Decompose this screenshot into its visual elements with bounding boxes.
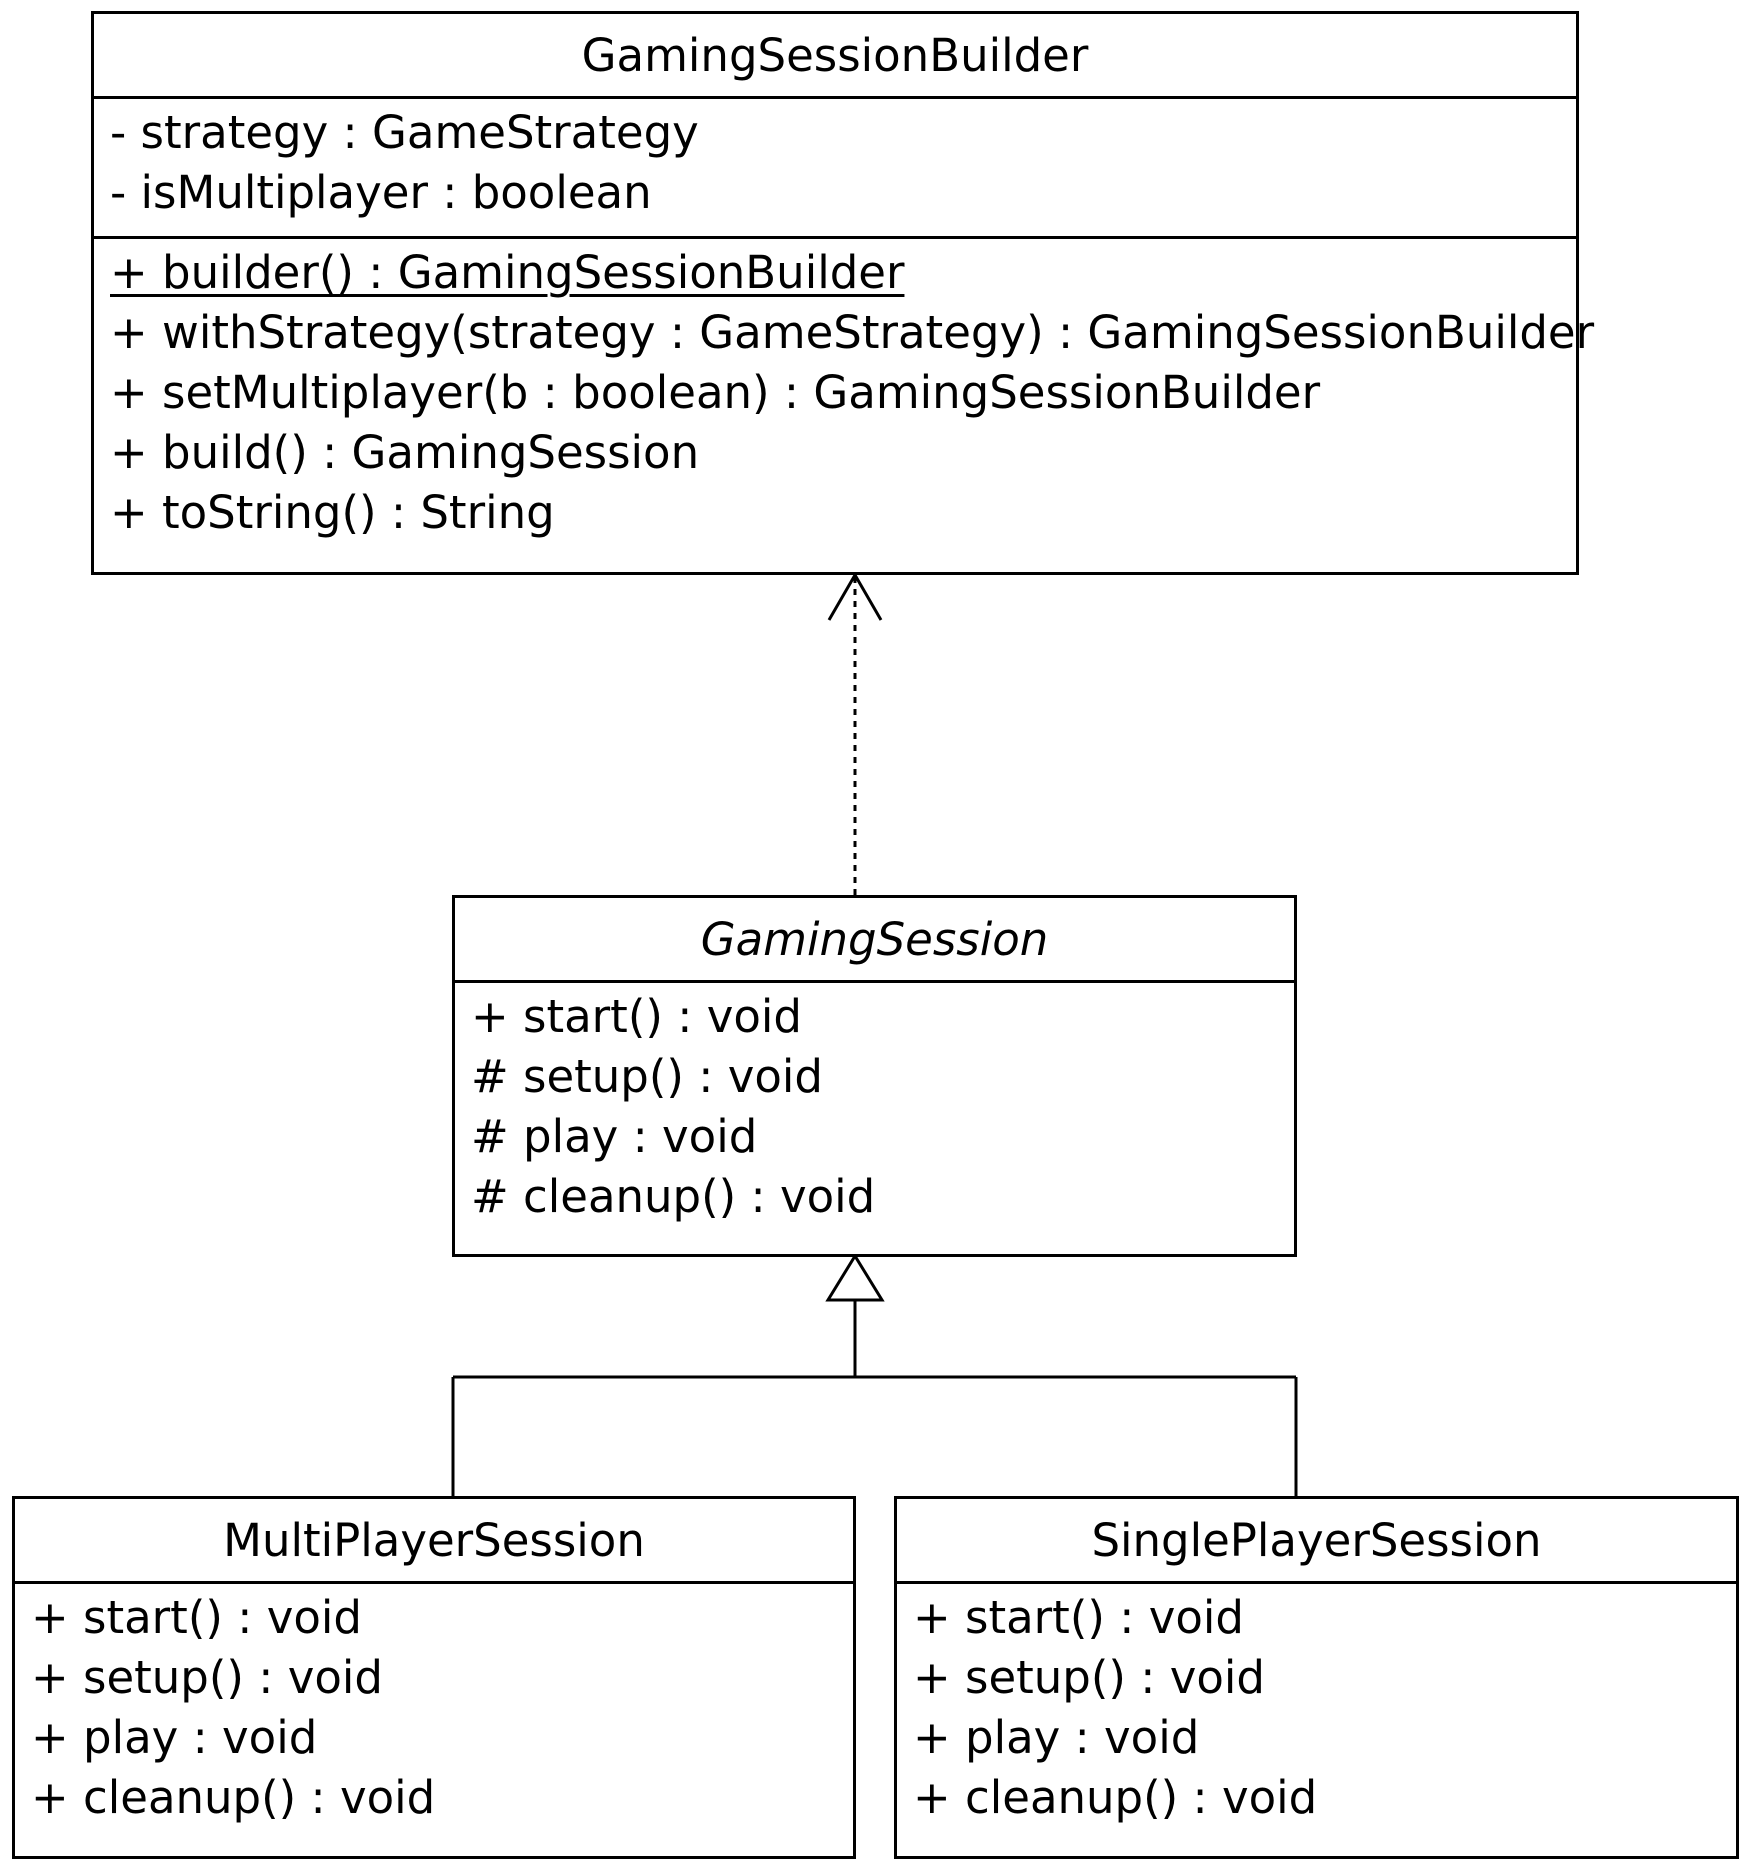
operation: # cleanup() : void <box>471 1170 876 1223</box>
operation: + start() : void <box>913 1591 1244 1644</box>
class-single-player-session: SinglePlayerSession + start() : void + s… <box>894 1496 1739 1859</box>
operation: + withStrategy(strategy : GameStrategy) … <box>110 306 1595 359</box>
operation: # play : void <box>471 1110 758 1163</box>
class-name: MultiPlayerSession <box>15 1499 853 1584</box>
class-name: SinglePlayerSession <box>897 1499 1736 1584</box>
operations-compartment: + start() : void + setup() : void + play… <box>15 1584 853 1828</box>
class-gaming-session: GamingSession + start() : void # setup()… <box>452 895 1297 1257</box>
static-operation: + builder() : GamingSessionBuilder <box>110 246 905 299</box>
dependency-arrowhead <box>827 572 883 621</box>
class-multi-player-session: MultiPlayerSession + start() : void + se… <box>12 1496 856 1859</box>
operation: + start() : void <box>471 990 802 1043</box>
attribute: - isMultiplayer : boolean <box>110 166 652 219</box>
operation: + build() : GamingSession <box>110 426 700 479</box>
attributes-compartment: - strategy : GameStrategy - isMultiplaye… <box>94 99 1576 239</box>
operation: + toString() : String <box>110 486 555 539</box>
operation: + setup() : void <box>31 1651 383 1704</box>
attribute: - strategy : GameStrategy <box>110 106 699 159</box>
class-name: GamingSessionBuilder <box>94 14 1576 99</box>
operation: + setMultiplayer(b : boolean) : GamingSe… <box>110 366 1321 419</box>
operation: + play : void <box>31 1711 318 1764</box>
operation: + play : void <box>913 1711 1200 1764</box>
operations-compartment: + start() : void + setup() : void + play… <box>897 1584 1736 1828</box>
class-name: GamingSession <box>455 898 1294 983</box>
operations-compartment: + builder() : GamingSessionBuilder + wit… <box>94 239 1595 543</box>
operation: + setup() : void <box>913 1651 1265 1704</box>
class-gaming-session-builder: GamingSessionBuilder - strategy : GameSt… <box>91 11 1595 575</box>
operation: # setup() : void <box>471 1050 823 1103</box>
operations-compartment: + start() : void # setup() : void # play… <box>455 983 1294 1227</box>
generalization-arrowhead <box>825 1253 885 1302</box>
operation: + cleanup() : void <box>31 1771 436 1824</box>
operation: + cleanup() : void <box>913 1771 1318 1824</box>
operation: + start() : void <box>31 1591 362 1644</box>
